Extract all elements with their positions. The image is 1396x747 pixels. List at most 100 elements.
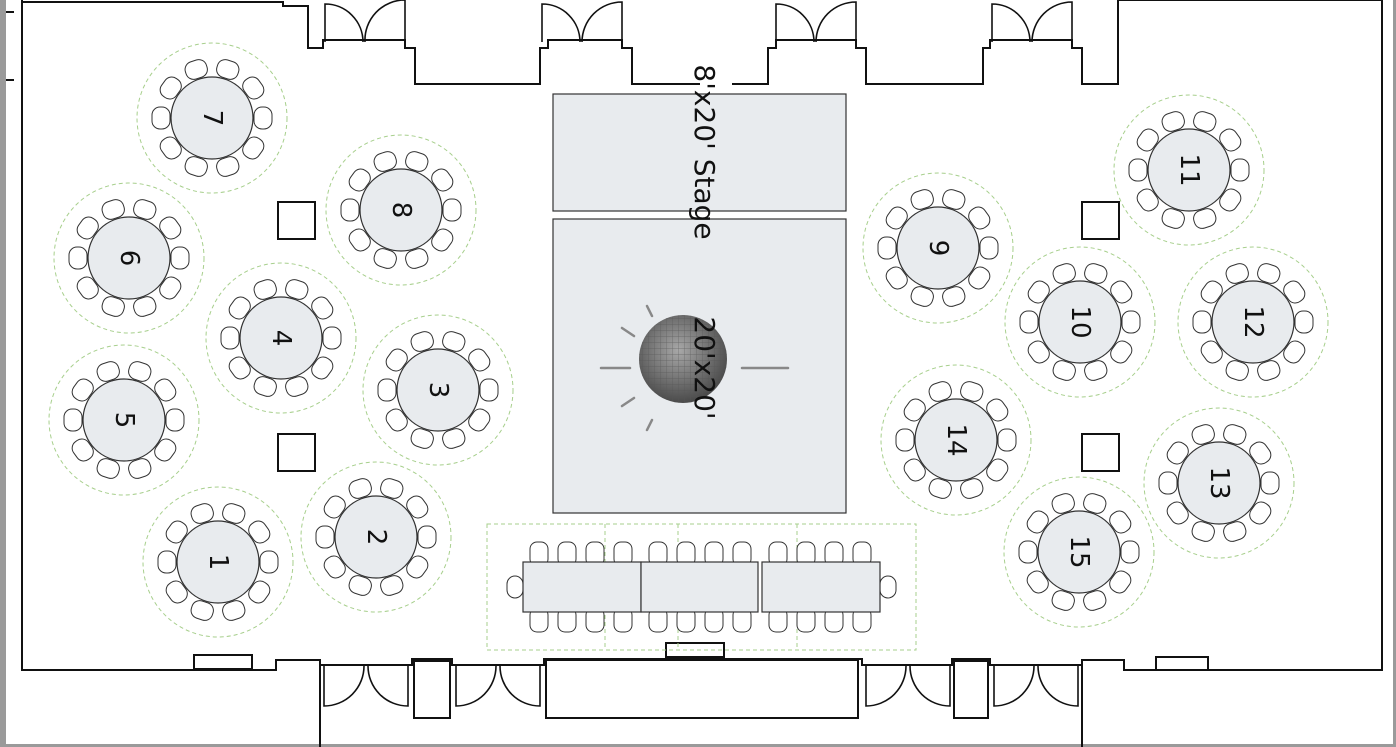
pillar-bottom-left — [413, 660, 451, 719]
chair — [417, 525, 437, 549]
chair — [259, 550, 279, 574]
chair — [1225, 360, 1249, 381]
chair — [1166, 441, 1189, 465]
chair — [253, 279, 277, 300]
round-table-7[interactable] — [136, 42, 288, 194]
chair — [1158, 471, 1178, 495]
clearance-ring — [136, 42, 288, 194]
chair — [311, 356, 334, 380]
chair — [1283, 340, 1306, 364]
table-number-label: 15 — [1064, 535, 1094, 569]
chair — [1161, 208, 1185, 229]
chair — [1084, 360, 1108, 381]
chair — [1051, 590, 1075, 611]
window-edge-bottom — [0, 744, 1396, 747]
chair — [159, 276, 182, 300]
chair — [1225, 263, 1249, 284]
chair — [405, 151, 429, 172]
chair — [968, 266, 991, 290]
window-edge-left — [0, 0, 6, 747]
chair — [1294, 310, 1314, 334]
round-table-4[interactable] — [205, 262, 357, 414]
wall-top-left — [21, 0, 700, 85]
chair — [165, 580, 188, 604]
doors-top — [324, 0, 1073, 43]
chair — [165, 408, 185, 432]
chair — [928, 478, 952, 499]
chair — [101, 296, 125, 317]
chair — [228, 296, 251, 320]
round-table-14[interactable] — [880, 364, 1032, 516]
chair — [410, 331, 434, 352]
round-table-10[interactable] — [1004, 246, 1156, 398]
round-table-2[interactable] — [300, 461, 452, 613]
round-table-6[interactable] — [53, 182, 205, 334]
chair — [942, 189, 966, 210]
round-table-3[interactable] — [362, 314, 514, 466]
chair — [1110, 340, 1133, 364]
column — [1081, 201, 1120, 240]
door-icon — [993, 665, 1079, 707]
round-table-12[interactable] — [1177, 246, 1329, 398]
table-number-label: 2 — [361, 528, 391, 546]
chair — [1283, 280, 1306, 304]
table-number-label: 6 — [114, 249, 144, 267]
chair — [910, 189, 934, 210]
chair — [285, 279, 309, 300]
chair — [479, 378, 499, 402]
table-number-label: 4 — [266, 329, 296, 347]
table-top — [239, 296, 323, 380]
chair — [1192, 310, 1212, 334]
round-table-13[interactable] — [1143, 407, 1295, 559]
clearance-ring — [48, 344, 200, 496]
chair — [222, 600, 246, 621]
chair — [76, 276, 99, 300]
table-number-label: 12 — [1238, 305, 1268, 339]
chair — [1191, 424, 1215, 445]
chair — [1166, 501, 1189, 525]
column — [1081, 433, 1120, 472]
table-number-label: 14 — [941, 423, 971, 457]
vent-bottom-center — [665, 642, 725, 658]
round-table-8[interactable] — [325, 134, 477, 286]
chair — [903, 398, 926, 422]
chair — [1026, 510, 1049, 534]
clearance-ring — [362, 314, 514, 466]
chair — [385, 348, 408, 372]
chair — [1051, 493, 1075, 514]
chair — [71, 378, 94, 402]
round-table-9[interactable] — [862, 172, 1014, 324]
chair — [242, 136, 265, 160]
chair — [170, 246, 190, 270]
round-tables — [48, 42, 1329, 638]
chair — [1223, 521, 1247, 542]
chair — [128, 458, 152, 479]
chair — [979, 236, 999, 260]
wall-top-right — [732, 0, 1119, 85]
head-table-segment — [522, 561, 642, 613]
table-number-label: 1 — [203, 553, 233, 571]
chair — [63, 408, 83, 432]
door-icon — [865, 665, 951, 707]
round-table-1[interactable] — [142, 486, 294, 638]
chair — [253, 376, 277, 397]
round-table-5[interactable] — [48, 344, 200, 496]
round-table-11[interactable] — [1113, 94, 1265, 246]
chair — [1161, 111, 1185, 132]
chair — [1200, 340, 1223, 364]
chair — [960, 478, 984, 499]
round-table-15[interactable] — [1003, 476, 1155, 628]
vent-bottom-right — [1155, 656, 1209, 671]
chair — [220, 326, 240, 350]
chair — [903, 458, 926, 482]
table-top — [1147, 128, 1231, 212]
clearance-ring — [325, 134, 477, 286]
chair — [184, 59, 208, 80]
chair — [133, 199, 157, 220]
clearance-ring — [205, 262, 357, 414]
chair — [1052, 263, 1076, 284]
table-top — [176, 520, 260, 604]
chair — [373, 248, 397, 269]
chair — [377, 378, 397, 402]
chair — [133, 296, 157, 317]
